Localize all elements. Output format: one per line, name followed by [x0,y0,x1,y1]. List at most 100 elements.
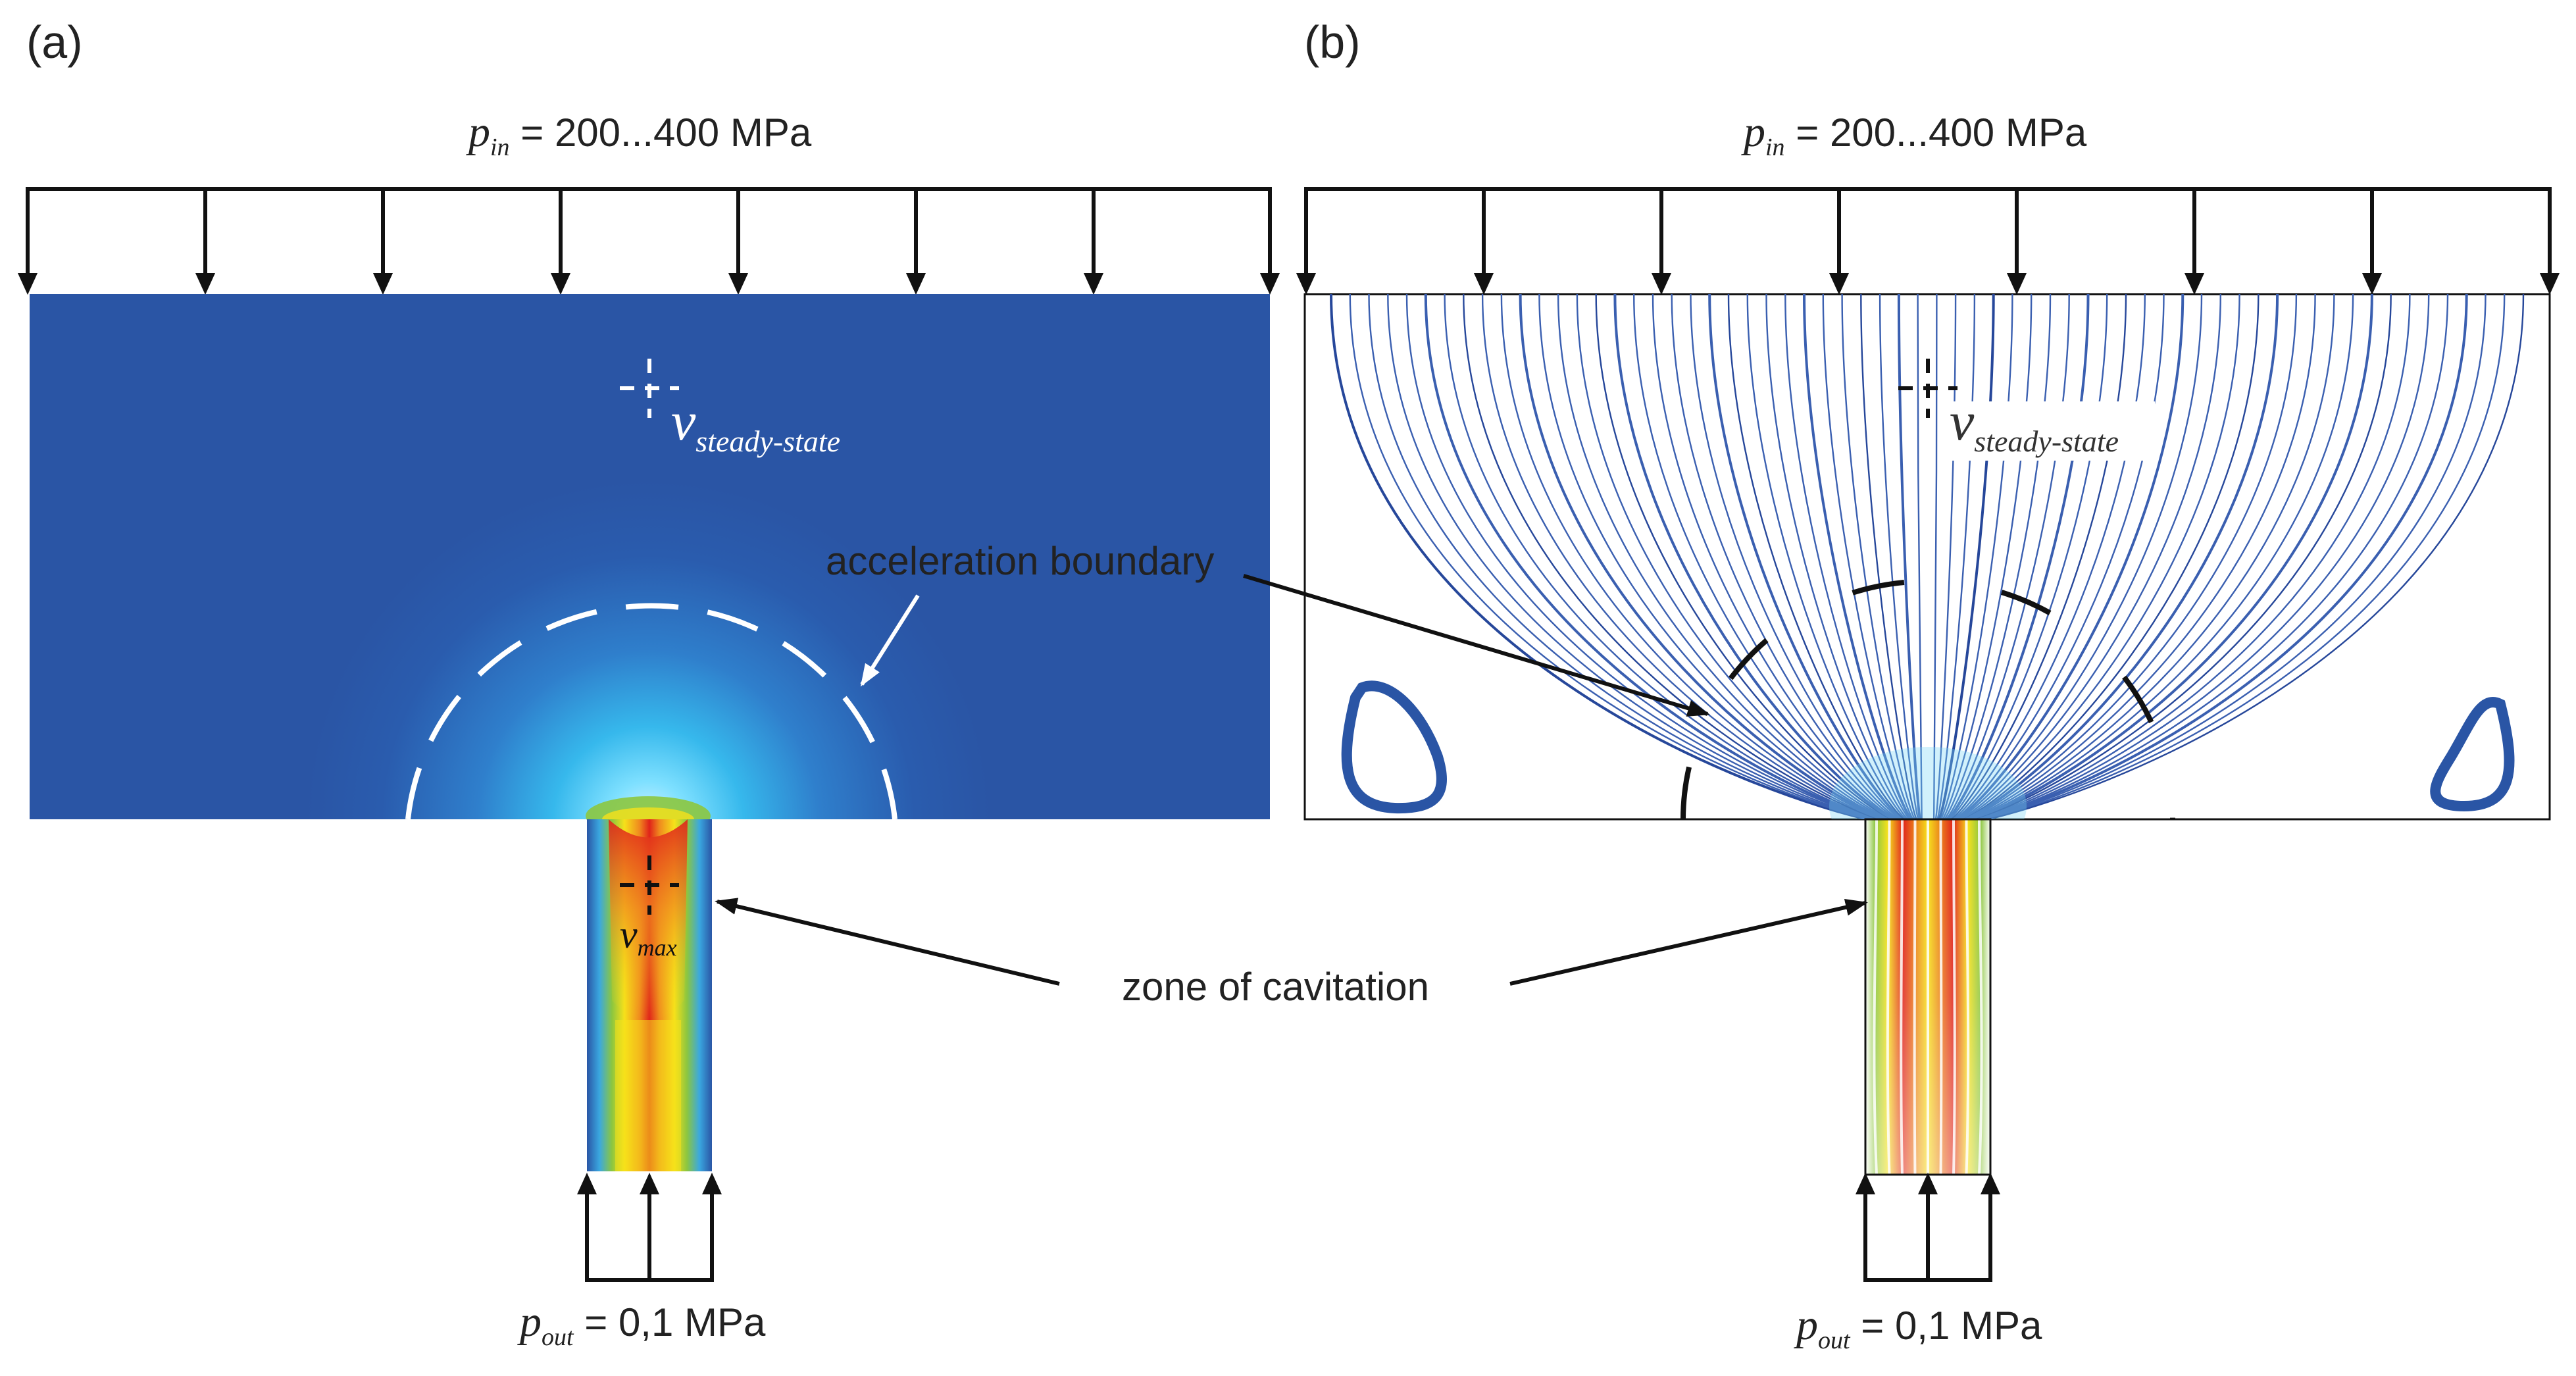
streamline [1652,294,1900,819]
streamline [1481,294,1884,819]
streamline [1966,294,2316,819]
streamline [1944,294,2070,819]
streamline [1964,294,2298,819]
streamline [1633,294,1898,819]
panel-a-vmax-marker [620,855,679,915]
streamline [1946,294,2090,819]
throat-streamline [1965,819,1970,1175]
streamline [1969,294,2373,819]
streamline [1708,294,1906,819]
panel-a-outlet-pressure-label: pout = 0,1 MPa [517,1298,766,1351]
panel-b: (b) pin = 200...400 MPa [1296,16,2560,1354]
streamline [1330,294,1874,819]
streamline [1968,294,2335,819]
panel-b-left-vortex [1341,680,1447,814]
streamline [1671,294,1901,819]
panel-a: (a) pin = 200...400 MPa [18,16,1280,1351]
streamline [1727,294,1906,819]
panel-a-inlet-pressure-label: pin = 200...400 MPa [466,108,812,161]
streamline [1387,294,1877,819]
streamline [1424,294,1882,819]
streamline [1961,294,2260,819]
streamline [1879,294,1919,819]
streamline [1444,294,1881,819]
streamline [1519,294,1890,819]
cavitation-arrow-b [1509,898,1868,986]
panel-a-chamber-field [30,294,1270,819]
streamline [1613,294,1898,819]
zone-of-cavitation-label: zone of cavitation [1122,965,1429,1009]
panel-a-steady-state-marker [620,359,679,418]
streamline [1538,294,1890,819]
streamline [1981,294,2487,819]
panel-a-outlet-arrowheads [577,1173,722,1194]
panel-b-arrowheads [1296,273,2560,295]
streamline [1595,294,1894,819]
throat-streamline [1952,819,1956,1175]
streamline [1463,294,1883,819]
streamline [1948,294,2108,819]
streamline [1954,294,2185,819]
streamline [1690,294,1903,819]
streamline [1977,294,2468,819]
streamline [1405,294,1878,819]
streamline [1973,294,2392,819]
panel-a-throat [587,819,712,1171]
throat-streamline [1873,819,1878,1175]
streamline [1500,294,1886,819]
streamline [1957,294,2221,819]
panel-b-outlet-arrowheads [1856,1173,2000,1194]
panel-a-arrowheads [18,273,1280,295]
streamline [1978,294,2449,819]
streamline [1940,294,2013,819]
panel-b-inlet-pressure-label: pin = 200...400 MPa [1741,108,2087,161]
streamline [1969,294,2354,819]
panel-a-inlet-load-arrows [26,187,1272,276]
streamline [1932,294,1938,819]
streamline [1576,294,1893,819]
panel-a-vmax-label: vmax [620,913,677,961]
throat-streamline [1900,819,1904,1175]
streamline [1974,294,2411,819]
panel-a-outlet-load-arrows [585,1185,714,1282]
acceleration-boundary-arrow-b [1243,574,1710,717]
throat-glow [1829,747,2027,819]
streamline [1746,294,1907,819]
streamline [1841,294,1916,819]
streamline [1936,294,1976,819]
streamline [1349,294,1873,819]
throat-streamline [1939,819,1943,1175]
panel-b-streamlines [1330,294,2525,819]
throat-streamline [1886,819,1891,1175]
streamline [1956,294,2203,819]
panel-b-outlet-load-arrows [1863,1185,1992,1282]
panel-a-acceleration-boundary [405,603,897,820]
panel-a-v-steady-label: vsteady-state [671,391,840,458]
panel-b-throat [1864,818,1992,1176]
streamline [1557,294,1891,819]
streamline [1984,294,2525,819]
streamline [1976,294,2430,819]
streamline [1822,294,1915,819]
panel-b-v-steady-label: vsteady-state [1950,391,2119,458]
panel-b-tag: (b) [1304,16,1361,68]
streamline [1959,294,2240,819]
streamline [1765,294,1909,819]
streamline [1943,294,2052,819]
panel-a-tag: (a) [26,16,83,68]
cavitation-arrow-a [715,898,1060,986]
streamline [1784,294,1911,819]
panel-b-acceleration-boundary [1680,578,2175,820]
streamline [1860,294,1918,819]
streamline [1937,294,1995,819]
acceleration-boundary-label: acceleration boundary [826,539,1214,583]
panel-b-steady-state-marker [1898,359,1957,418]
acceleration-boundary-arrow-a [860,594,920,687]
panel-b-right-vortex [2430,697,2515,812]
streamline [1941,294,2033,819]
panel-b-inlet-load-arrows [1304,187,2552,276]
streamline [1961,294,2279,819]
panel-b-outlet-pressure-label: pout = 0,1 MPa [1794,1301,2042,1354]
throat-streamline [1978,819,1983,1175]
